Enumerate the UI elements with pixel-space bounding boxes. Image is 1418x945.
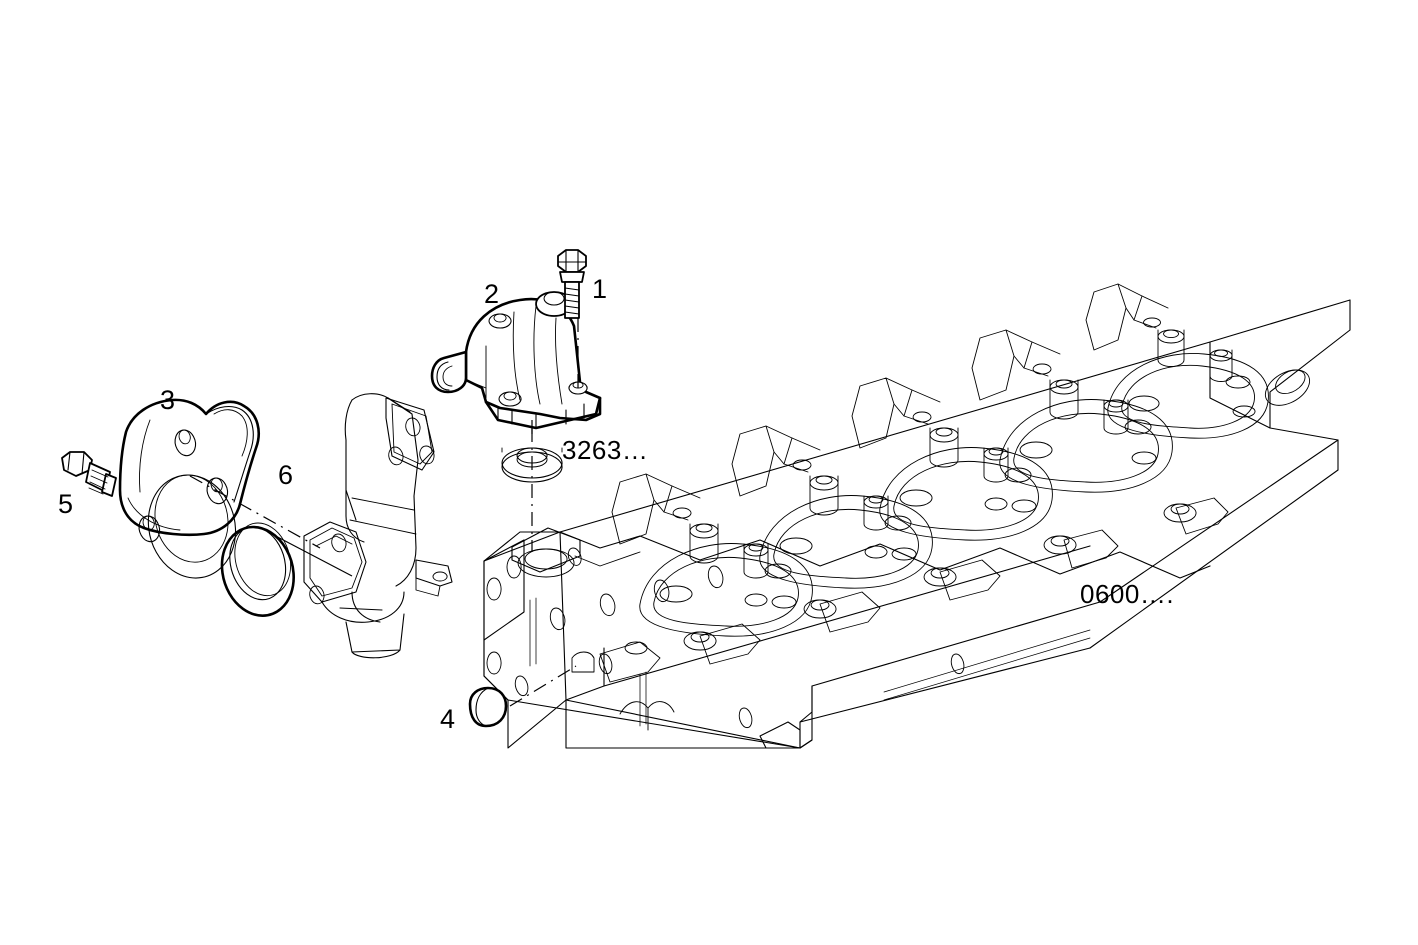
- cylinder-station: [731, 425, 933, 607]
- callout-group-3263: 3263…: [562, 435, 649, 465]
- callout-4: 4: [440, 704, 456, 734]
- water-outlet-elbow-assembly: [430, 249, 602, 552]
- callout-2: 2: [484, 279, 500, 309]
- callout-3: 3: [160, 385, 176, 415]
- cylinder-head-assembly: [483, 283, 1351, 749]
- leader-ring-to-pipe: [267, 531, 353, 577]
- cylinder-station: [851, 377, 1053, 559]
- callout-group-0600: 0600….: [1080, 579, 1175, 609]
- head-bolt-bosses: [683, 503, 1197, 651]
- centreline-cover: [189, 475, 321, 549]
- core-plug-item4: [468, 665, 577, 728]
- cylinder-station: [1085, 283, 1269, 439]
- callout-5: 5: [58, 489, 74, 519]
- callout-1: 1: [592, 274, 608, 304]
- flange-bolt-item1: [557, 249, 587, 319]
- callout-6: 6: [278, 460, 294, 490]
- centreline-core-plug: [509, 665, 577, 707]
- cylinder-station: [611, 473, 813, 655]
- cover-bolt-item5: [61, 451, 117, 497]
- sealing-ring-item6: [220, 522, 295, 617]
- water-connector-pipe: [303, 393, 453, 659]
- head-side-webbing: [514, 497, 1229, 729]
- thermostat-cover-assembly: [61, 398, 321, 617]
- cylinder-station: [971, 329, 1173, 511]
